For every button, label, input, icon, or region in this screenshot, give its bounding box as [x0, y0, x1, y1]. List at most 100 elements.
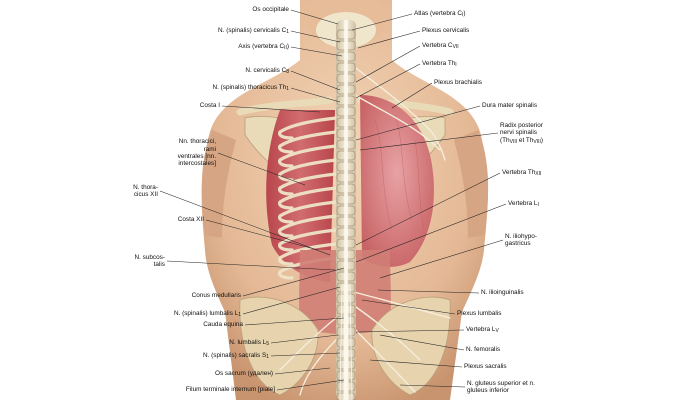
- leader-os-occipitale: [290, 9, 339, 25]
- leader-atlas: [351, 13, 413, 31]
- right-lung: [360, 95, 434, 267]
- label-line: Nn. thoracici,: [178, 138, 216, 146]
- label-line: gastricus: [505, 240, 531, 247]
- leader-n-spinalis-cervicalis-c1: [290, 30, 341, 43]
- label-line: N. iliohypo-: [505, 232, 537, 240]
- label-line: talis: [153, 261, 165, 268]
- label-n-thoracicus-xii: N. thora-cicus XII: [133, 184, 158, 199]
- leader-costa-i: [221, 105, 321, 113]
- label-costa-xii: Costa XII: [177, 216, 204, 224]
- leader-n-ilioinguinalis: [377, 289, 480, 294]
- label-n-spinalis-lumbalis-l1: N. (spinalis) lumbalis L1: [173, 310, 241, 319]
- label-line: N. gluteus superior et n.: [467, 379, 535, 387]
- label-vertebra-thxii: Vertebra ThXII: [502, 169, 542, 178]
- leader-plexus-brachialis: [391, 82, 433, 109]
- label-n-spinalis-cervicalis-c1: N. (spinalis) cervicalis C1: [218, 27, 289, 36]
- right-arm: [454, 130, 489, 238]
- label-line: (ThVIII et ThVIII): [500, 136, 543, 145]
- leader-plexus-lumbalis: [361, 299, 456, 315]
- rib: [278, 172, 338, 196]
- rib: [278, 130, 338, 154]
- ribs: [278, 116, 338, 280]
- leader-n-lumbalis-l5: [270, 334, 339, 344]
- rib: [278, 186, 338, 210]
- leader-plexus-sacralis: [369, 359, 463, 368]
- label-axis: Axis (vertebra CII): [238, 43, 289, 52]
- leader-vertebra-cvii: [355, 45, 421, 83]
- label-costa-i: Costa I: [199, 102, 220, 110]
- label-os-sacrum: Os sacrum (удален): [214, 370, 273, 378]
- label-dura-mater-spinalis: Dura mater spinalis: [482, 102, 538, 110]
- rib: [278, 200, 338, 224]
- label-line: cicus XII: [133, 191, 158, 198]
- label-line: N. thora-: [133, 183, 158, 191]
- label-filum-terminale: Filum terminale internum [piale]: [185, 386, 275, 394]
- leader-radix-posterior: [359, 132, 499, 151]
- label-line: ventrales [nn.: [177, 153, 216, 160]
- leader-dura-mater-spinalis: [355, 105, 481, 141]
- leader-n-thoracicus-xii: [159, 190, 331, 256]
- label-n-subcostalis: N. subcos-talis: [134, 254, 165, 269]
- rib: [278, 242, 338, 266]
- label-vertebra-cvii: Vertebra CVII: [422, 42, 459, 51]
- left-arm: [201, 130, 236, 238]
- label-plexus-sacralis: Plexus sacralis: [464, 363, 507, 371]
- leader-nn-thoracici: [217, 152, 306, 186]
- label-n-spinalis-thoracicus-th1: N. (spinalis) thoracicus Th1: [212, 84, 289, 93]
- leader-n-spinalis-lumbalis-l1: [242, 286, 341, 315]
- label-vertebra-thi: Vertebra ThI: [422, 60, 457, 69]
- leader-os-sacrum: [274, 367, 331, 375]
- label-vertebra-lv: Vertebra LV: [466, 326, 499, 335]
- right-ilium: [371, 296, 451, 396]
- label-line: N. subcos-: [134, 253, 165, 261]
- rib: [278, 144, 338, 168]
- leader-n-spinalis-thoracicus-th1: [290, 87, 341, 103]
- label-n-femoralis: N. femoralis: [466, 346, 501, 354]
- label-conus-medullaris: Conus medullaris: [191, 292, 241, 300]
- leader-axis: [290, 46, 343, 57]
- label-line: gluteus inferior: [467, 387, 509, 394]
- label-line: intercostales]: [178, 160, 216, 168]
- leader-cauda-equina: [244, 317, 345, 326]
- leader-vertebra-lv: [355, 329, 465, 333]
- label-line: nervi spinalis: [500, 129, 537, 137]
- label-os-occipitale: Os occipitale: [252, 6, 289, 14]
- leader-filum-terminale: [276, 379, 345, 391]
- left-thorax: [266, 110, 335, 282]
- label-plexus-lumbalis: Plexus lumbalis: [457, 310, 502, 318]
- rib: [278, 228, 338, 252]
- leader-costa-xii: [205, 219, 319, 251]
- leader-n-iliohypogastricus: [379, 239, 504, 279]
- label-line: Radix posterior: [500, 121, 543, 129]
- label-n-gluteus: N. gluteus superior et n.gluteus inferio…: [467, 380, 535, 395]
- label-plexus-cervicalis: Plexus cervicalis: [422, 27, 470, 35]
- leader-vertebra-thxii: [355, 172, 501, 246]
- label-n-iliohypogastricus: N. iliohypo-gastricus: [505, 233, 537, 248]
- cauda-equina-strands: [339, 284, 353, 400]
- label-n-lumbalis-l5: N. lumbalis L5: [229, 339, 269, 348]
- rib: [278, 214, 338, 238]
- label-plexus-brachialis: Plexus brachialis: [434, 79, 482, 87]
- label-atlas: Atlas (vertebra CI): [414, 10, 466, 19]
- label-cauda-equina: Cauda equina: [203, 321, 243, 329]
- leader-n-subcostalis: [166, 260, 336, 271]
- leader-n-spinalis-sacralis-s1: [270, 352, 341, 357]
- leader-plexus-cervicalis: [357, 30, 421, 49]
- label-line: rami: [203, 145, 216, 153]
- rib: [278, 116, 338, 140]
- label-n-ilioinguinalis: N. ilioinguinalis: [481, 289, 524, 297]
- label-n-cervicalis-c8: N. cervicalis C8: [245, 67, 289, 76]
- leader-n-cervicalis-c8: [290, 70, 341, 91]
- leader-lines: [159, 9, 507, 391]
- left-ilium: [239, 296, 319, 396]
- rib: [278, 158, 338, 182]
- leader-vertebra-thi: [355, 63, 421, 99]
- label-vertebra-li: Vertebra LI: [508, 200, 539, 209]
- leader-n-gluteus: [399, 384, 466, 388]
- leader-vertebra-li: [355, 203, 507, 263]
- label-n-spinalis-sacralis-s1: N. (spinalis) sacralis S1: [203, 352, 269, 361]
- leader-n-femoralis: [379, 334, 465, 351]
